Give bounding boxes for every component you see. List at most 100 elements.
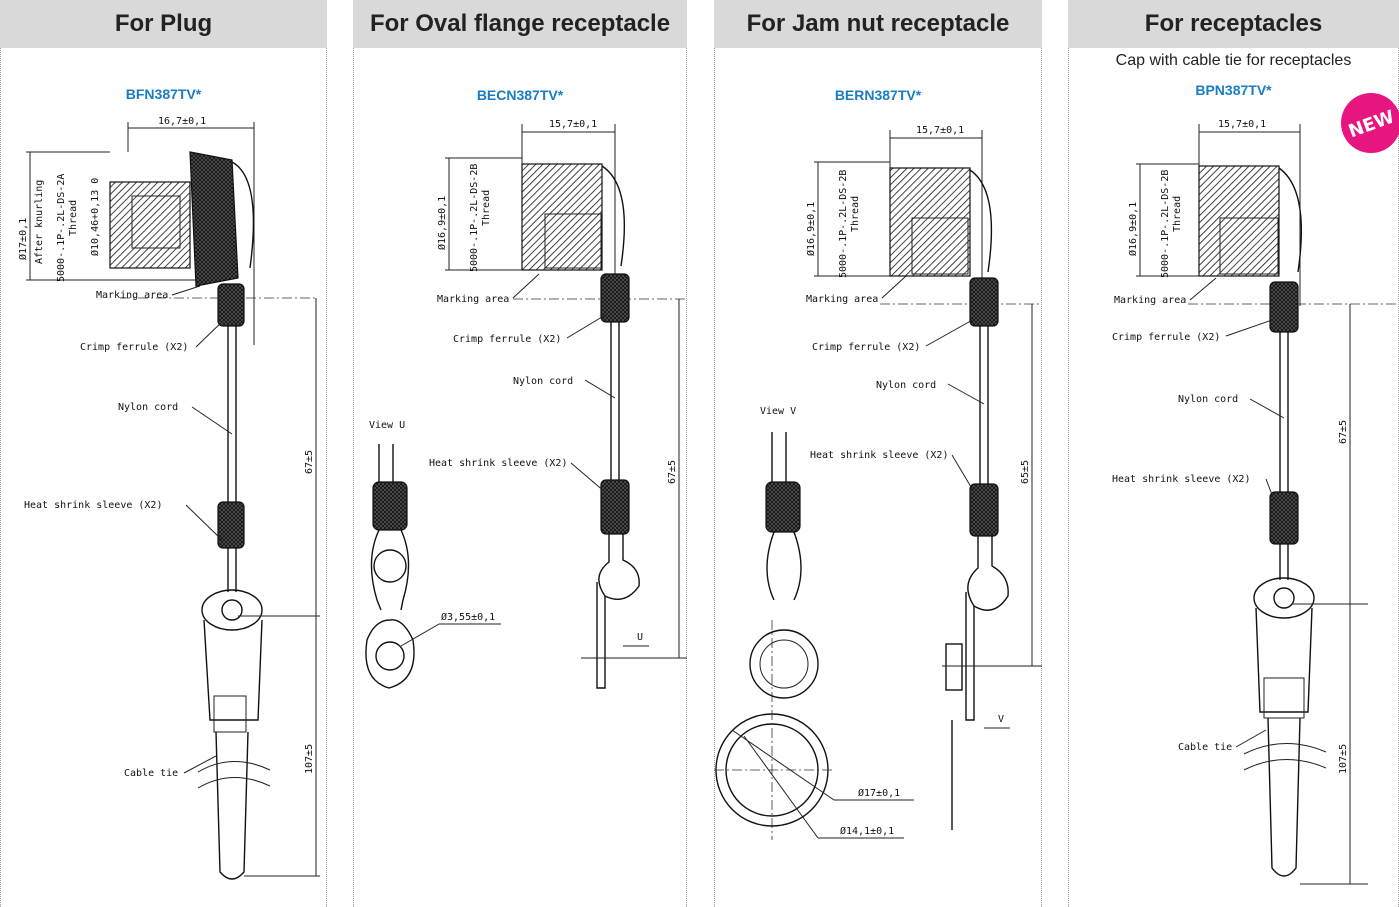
receptacles-cap-drawing: 15,7±0,1 Ø16,9±0,1 5000-.1P-.2L-DS-2B Th…	[1112, 119, 1399, 885]
jam-nut-drawing: 15,7±0,1 Ø16,9±0,1 5000-.1P-.2L-DS-2B Th…	[714, 125, 1042, 840]
inner-sleeve	[131, 195, 181, 249]
callout-nylon: Nylon cord	[1178, 394, 1238, 405]
cap-flange	[601, 165, 626, 267]
dim-thread: 5000-.1P-.2L-DS-2B	[469, 164, 480, 272]
view-eyelet	[373, 549, 407, 583]
tie-hole	[1273, 587, 1295, 609]
cap-flange	[969, 169, 993, 273]
thread-body	[109, 181, 191, 269]
crimp-ferrule	[1269, 281, 1299, 333]
callout-marking: Marking area	[96, 290, 168, 301]
jam-nut	[945, 643, 963, 691]
dim-thread: 5000-.1P-.2L-DS-2B	[1160, 170, 1171, 278]
cable-tie-strap	[1267, 717, 1301, 877]
view-sleeve	[372, 481, 408, 531]
cable-tie-buckle	[1263, 677, 1305, 719]
leader-line	[1225, 319, 1273, 337]
panel-oval-flange: For Oval flange receptacle BECN387TV* 15…	[353, 0, 687, 907]
callout-nylon: Nylon cord	[876, 380, 936, 391]
break-line	[1243, 743, 1327, 771]
new-badge-circle	[1341, 93, 1399, 153]
view-hole	[375, 641, 405, 671]
leader-line	[171, 285, 201, 296]
leader-line	[925, 317, 977, 347]
cable-tie-strap	[215, 731, 249, 880]
panel-body	[0, 48, 327, 907]
panel-header: For Jam nut receptacle	[714, 0, 1042, 48]
view-sleeve	[765, 481, 801, 533]
flange-tab	[596, 582, 606, 689]
dim-width: 15,7±0,1	[549, 119, 597, 130]
dim-diameter: Ø17±0,1	[17, 218, 29, 260]
heat-shrink-sleeve	[969, 483, 999, 537]
leader-line	[951, 454, 975, 493]
leader-line	[191, 406, 233, 435]
dim-thread: 5000-.1P-.2L-DS-2B	[838, 170, 849, 278]
tie-hole	[221, 599, 243, 621]
leader-line	[743, 735, 819, 839]
leader-line	[400, 623, 440, 647]
view-arrow-label: V	[998, 714, 1004, 725]
cable-tie-head	[203, 619, 263, 721]
dim-cord-length: 67±5	[1338, 420, 1349, 444]
view-eyelet-inner	[759, 639, 809, 689]
leader-line	[947, 383, 985, 405]
new-badge: NEW	[1341, 93, 1399, 153]
callout-nylon: Nylon cord	[513, 376, 573, 387]
part-number: BECN387TV*	[476, 87, 564, 103]
panel-header: For Plug	[0, 0, 327, 48]
dim-ring-inner: Ø14,1±0,1	[840, 825, 894, 837]
panel-plug: For Plug BFN387TV* 16,7±0,1 Ø17±0,1 Afte…	[0, 0, 327, 907]
leader-line	[1189, 277, 1217, 301]
hex-flats	[544, 213, 602, 269]
callout-heat: Heat shrink sleeve (X2)	[810, 450, 948, 461]
view-ring	[365, 619, 415, 689]
callout-marking: Marking area	[437, 294, 509, 305]
dim-diameter: Ø16,9±0,1	[805, 202, 817, 256]
panel-receptacles: For receptacles Cap with cable tie for r…	[1068, 0, 1399, 907]
dim-thread-word: Thread	[68, 200, 79, 236]
dim-width: 15,7±0,1	[1218, 119, 1266, 130]
part-number: BFN387TV*	[125, 86, 202, 102]
callout-heat: Heat shrink sleeve (X2)	[24, 500, 162, 511]
callout-cable-tie: Cable tie	[124, 768, 178, 779]
tie-eyelet	[1253, 577, 1315, 619]
crimp-ferrule	[969, 277, 999, 327]
leader-line	[512, 273, 540, 299]
thread-body	[521, 163, 603, 271]
panel-body	[714, 48, 1042, 907]
dim-inner-diameter: Ø10,46+0,13 0	[89, 178, 101, 256]
flange-loop	[598, 534, 640, 600]
view-loop	[766, 531, 802, 601]
callout-crimp: Crimp ferrule (X2)	[453, 334, 561, 345]
knurl-ring	[189, 151, 239, 287]
view-cord	[771, 432, 787, 484]
part-number: BERN387TV*	[834, 87, 922, 103]
panel-jam-nut: For Jam nut receptacle BERN387TV* 15,7±0…	[714, 0, 1042, 907]
callout-marking: Marking area	[806, 294, 878, 305]
dim-cord-length: 67±5	[304, 450, 315, 474]
dim-thread-word: Thread	[850, 196, 861, 232]
leader-line	[1235, 729, 1267, 748]
callout-view: View V	[760, 406, 796, 417]
leader-line	[1249, 398, 1285, 419]
panel-body	[353, 48, 687, 907]
view-cord	[378, 444, 394, 484]
dim-thread: 5000-.1P-.2L-DS-2A	[56, 174, 67, 282]
callout-crimp: Crimp ferrule (X2)	[812, 342, 920, 353]
dim-thread-word: Thread	[1172, 196, 1183, 232]
nut-loop	[967, 536, 1009, 611]
callout-heat: Heat shrink sleeve (X2)	[429, 458, 567, 469]
nut-tab	[965, 592, 975, 721]
thread-body	[889, 167, 971, 277]
plug-drawing: 16,7±0,1 Ø17±0,1 After knurling 5000-.1P…	[17, 116, 320, 880]
cable-tie-head	[1255, 607, 1313, 713]
view-arrow-label: U	[637, 632, 643, 643]
tie-eyelet	[201, 589, 263, 631]
leader-line	[584, 379, 616, 399]
leader-line	[1265, 478, 1275, 501]
callout-marking: Marking area	[1114, 295, 1186, 306]
view-loop	[370, 529, 410, 611]
dim-tie-length: 107±5	[304, 744, 315, 774]
heat-shrink-sleeve	[217, 501, 245, 549]
